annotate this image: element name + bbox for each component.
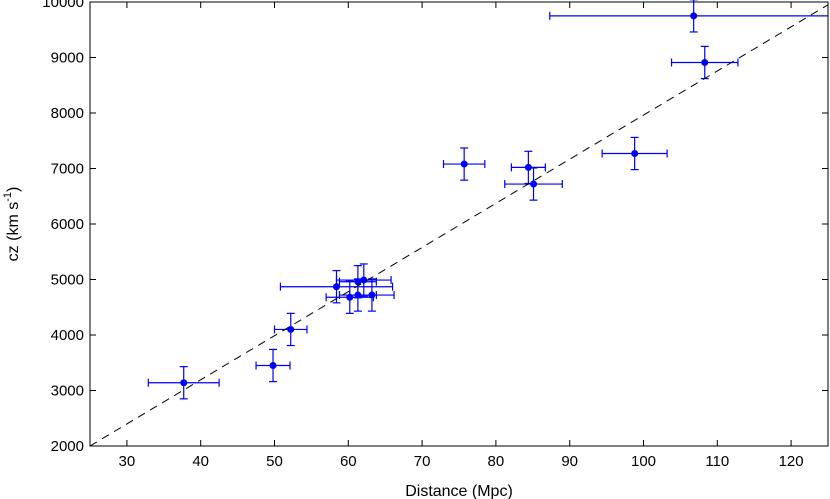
x-tick-label: 30 (119, 453, 136, 470)
data-point-group (504, 167, 563, 201)
x-tick-label: 40 (192, 453, 209, 470)
data-point (460, 160, 468, 168)
data-point-group (510, 150, 546, 185)
x-tick-label: 110 (705, 453, 729, 470)
y-axis-label: cz (km s-1) (2, 187, 22, 262)
data-point (368, 291, 376, 299)
data-point (631, 150, 639, 158)
data-point-group (601, 136, 668, 171)
y-tick-label: 7000 (51, 161, 84, 178)
y-tick-label: 9000 (51, 50, 84, 67)
data-point-group (335, 263, 392, 297)
x-axis-label: Distance (Mpc) (405, 483, 513, 499)
y-tick-label: 10000 (42, 0, 84, 11)
plot-area (89, 0, 829, 447)
y-tick-label: 2000 (51, 438, 84, 455)
data-point (701, 58, 709, 66)
data-point-group (670, 45, 739, 80)
y-tick-label: 4000 (51, 327, 84, 344)
x-tick-label: 70 (414, 453, 431, 470)
data-point-group (349, 278, 395, 312)
y-axis-label-suffix: ) (5, 187, 22, 192)
data-point (287, 325, 295, 333)
data-point-group (442, 147, 486, 181)
x-tick-label: 60 (340, 453, 357, 470)
data-point-group (147, 366, 220, 400)
y-axis: 2000 3000 4000 5000 6000 7000 8000 9000 10000 (42, 0, 828, 455)
x-tick-label: 120 (779, 453, 804, 470)
y-tick-label: 5000 (51, 272, 84, 289)
y-tick-label: 8000 (51, 105, 84, 122)
data-point (530, 180, 538, 188)
data-point (524, 163, 532, 171)
x-tick-label: 100 (631, 453, 656, 470)
x-tick-label: 50 (266, 453, 283, 470)
x-axis: 30 40 50 60 70 80 90 100 110 120 (119, 2, 804, 470)
x-tick-label: 90 (561, 453, 578, 470)
y-axis-label-exponent: -1 (2, 192, 14, 202)
data-point (180, 379, 188, 387)
x-tick-label: 80 (488, 453, 505, 470)
data-point (360, 276, 368, 284)
y-tick-label: 3000 (51, 383, 84, 400)
y-axis-label-main: cz (km s (5, 202, 22, 262)
data-point-group (549, 0, 828, 33)
data-point-group (273, 312, 308, 347)
data-point (690, 12, 698, 20)
y-tick-label: 6000 (51, 216, 84, 233)
data-point-group (255, 348, 291, 383)
data-point (269, 362, 277, 370)
fit-line (89, 4, 829, 447)
data-point (332, 283, 340, 291)
